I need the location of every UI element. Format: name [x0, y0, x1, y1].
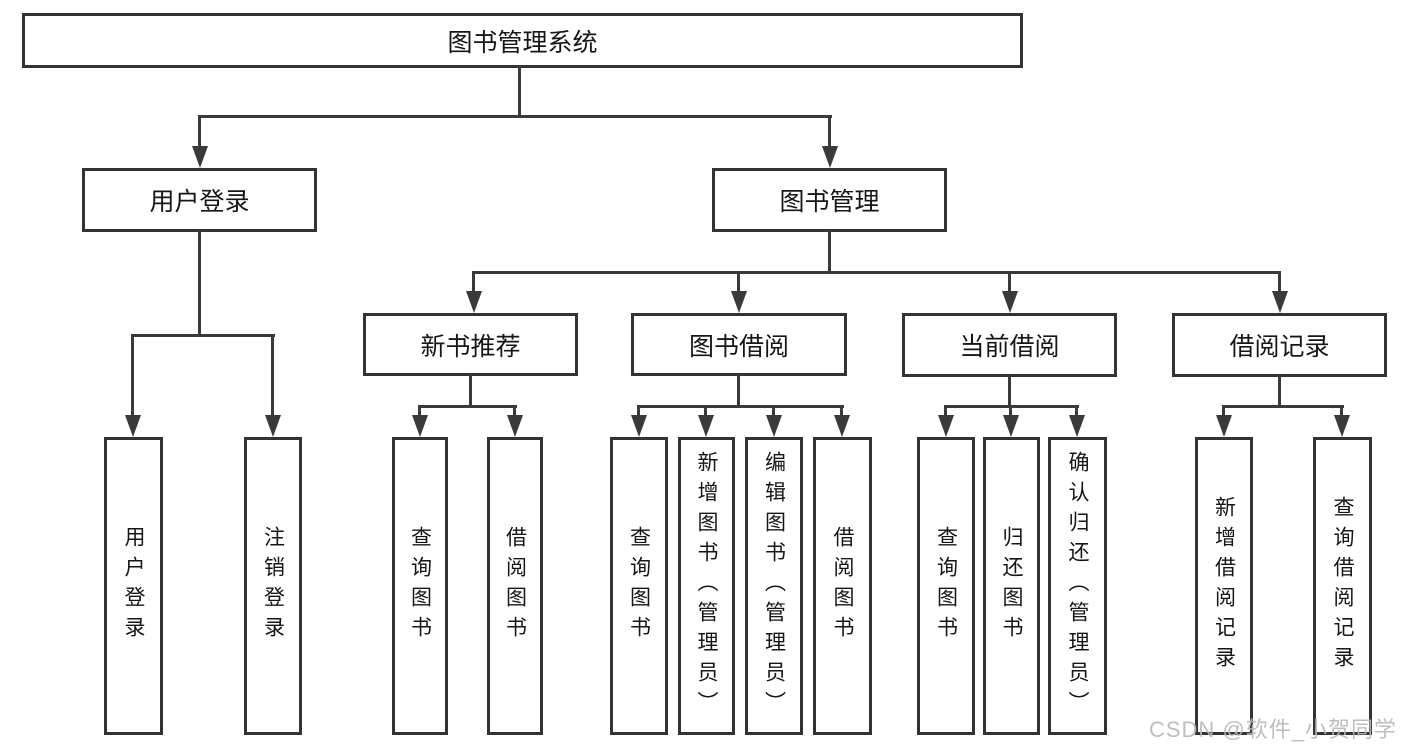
leaf-label: 确认归还（管理员）	[1066, 451, 1089, 721]
leaf-borrow-book-1: 借阅图书	[487, 437, 543, 735]
arrow-stem	[198, 115, 201, 146]
arrow-stem	[772, 405, 775, 417]
node-label: 借阅记录	[1229, 333, 1330, 361]
leaf-add-borrow-record: 新增借阅记录	[1195, 437, 1253, 735]
leaf-label: 查询图书	[627, 526, 651, 646]
arrowhead-down-icon	[766, 415, 782, 437]
arrow-stem	[131, 334, 134, 415]
arrow-stem	[828, 115, 831, 146]
arrow-stem	[704, 405, 707, 417]
leaf-label: 借阅图书	[503, 526, 527, 646]
node-label: 图书管理	[779, 188, 880, 216]
connector-borrow-record-rail	[1223, 405, 1344, 408]
arrowhead-down-icon	[1334, 415, 1350, 437]
leaf-label: 归还图书	[1000, 526, 1023, 646]
arrowhead-down-icon	[1069, 415, 1085, 437]
connector-current-borrow-drop	[1008, 375, 1011, 407]
arrowhead-down-icon	[1216, 415, 1232, 437]
connector-book-mgmt-rail	[473, 271, 1281, 274]
arrowhead-down-icon	[834, 415, 850, 437]
arrow-stem	[944, 405, 947, 417]
arrow-stem	[1009, 405, 1012, 417]
arrowhead-down-icon	[125, 415, 141, 437]
arrow-stem	[1008, 271, 1011, 291]
arrowhead-down-icon	[731, 291, 747, 313]
leaf-borrow-book-2: 借阅图书	[813, 437, 872, 735]
leaf-label: 查询图书	[408, 526, 432, 646]
node-label: 当前借阅	[959, 333, 1060, 361]
arrowhead-down-icon	[1002, 291, 1018, 313]
arrow-stem	[513, 405, 516, 417]
leaf-add-book-admin: 新增图书（管理员）	[678, 437, 735, 735]
arrowhead-down-icon	[1003, 415, 1019, 437]
connector-book-mgmt-drop	[828, 230, 831, 273]
arrowhead-down-icon	[192, 146, 208, 168]
arrowhead-down-icon	[466, 291, 482, 313]
connector-user-login-rail	[132, 334, 275, 337]
arrowhead-down-icon	[698, 415, 714, 437]
node-user-login: 用户登录	[82, 168, 317, 232]
leaf-label: 编辑图书（管理员）	[762, 451, 786, 721]
arrow-stem	[637, 405, 640, 417]
arrowhead-down-icon	[822, 146, 838, 168]
connector-borrow-record-drop	[1278, 375, 1281, 407]
arrowhead-down-icon	[265, 415, 281, 437]
arrow-stem	[840, 405, 843, 417]
connector-new-book-rail	[419, 405, 517, 408]
connector-root-rail	[199, 115, 832, 118]
leaf-label: 借阅图书	[831, 526, 854, 646]
leaf-label: 新增图书（管理员）	[695, 451, 718, 721]
connector-new-book-drop	[469, 374, 472, 407]
connector-book-borrow-drop	[737, 374, 740, 407]
arrow-stem	[737, 271, 740, 291]
arrow-stem	[1278, 271, 1281, 291]
node-current-borrowing: 当前借阅	[902, 313, 1117, 377]
arrow-stem	[1340, 405, 1343, 417]
leaf-query-book-3: 查询图书	[917, 437, 975, 735]
arrow-stem	[472, 271, 475, 291]
node-label: 用户登录	[149, 188, 250, 216]
leaf-label: 用户登录	[122, 526, 145, 646]
node-label: 新书推荐	[420, 332, 521, 361]
connector-book-borrow-rail	[638, 405, 844, 408]
leaf-user-login: 用户登录	[104, 437, 163, 735]
node-book-borrowing: 图书借阅	[631, 313, 847, 376]
leaf-confirm-return-admin: 确认归还（管理员）	[1048, 437, 1107, 735]
arrow-stem	[418, 405, 421, 417]
arrow-stem	[271, 334, 274, 415]
arrow-stem	[1075, 405, 1078, 417]
arrow-stem	[1222, 405, 1225, 417]
connector-user-login-drop	[198, 230, 201, 336]
node-label: 图书借阅	[688, 332, 789, 361]
node-book-management: 图书管理	[712, 168, 947, 232]
leaf-query-book-2: 查询图书	[610, 437, 668, 735]
leaf-query-book-1: 查询图书	[392, 437, 448, 735]
node-label: 图书管理系统	[447, 28, 598, 57]
leaf-label: 查询借阅记录	[1331, 496, 1354, 676]
node-new-book-recommend: 新书推荐	[363, 313, 578, 376]
arrowhead-down-icon	[1272, 291, 1288, 313]
arrowhead-down-icon	[938, 415, 954, 437]
leaf-logout: 注销登录	[244, 437, 302, 735]
leaf-label: 新增借阅记录	[1212, 496, 1236, 676]
leaf-label: 注销登录	[261, 526, 285, 646]
leaf-return-book: 归还图书	[983, 437, 1040, 735]
leaf-edit-book-admin: 编辑图书（管理员）	[745, 437, 803, 735]
node-borrowing-records: 借阅记录	[1172, 313, 1387, 377]
leaf-query-borrow-record: 查询借阅记录	[1313, 437, 1372, 735]
arrowhead-down-icon	[631, 415, 647, 437]
watermark: CSDN @软件_小贺同学	[1148, 717, 1397, 742]
connector-current-borrow-rail	[945, 405, 1079, 408]
node-library-system-root: 图书管理系统	[22, 13, 1023, 68]
arrowhead-down-icon	[507, 415, 523, 437]
leaf-label: 查询图书	[934, 526, 958, 646]
connector-root-drop	[518, 66, 521, 117]
arrowhead-down-icon	[412, 415, 428, 437]
